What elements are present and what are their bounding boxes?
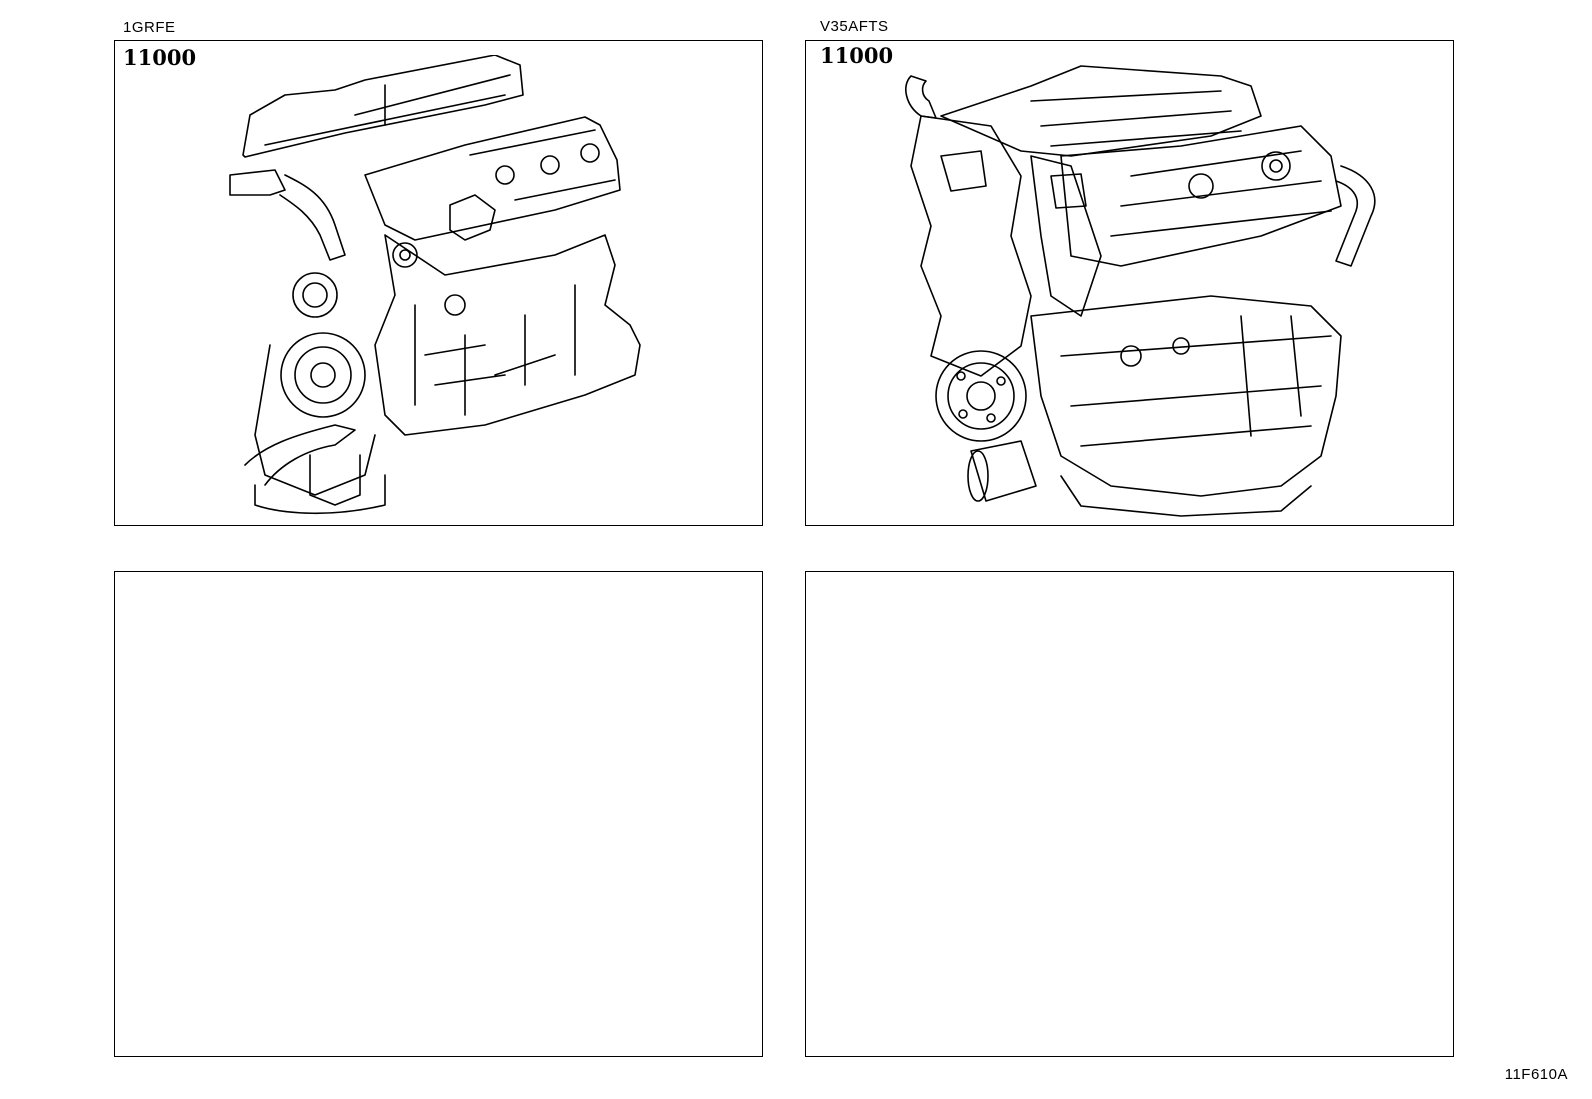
parts-panel-v35afts[interactable]: 11000: [805, 40, 1454, 526]
parts-panel-1grfe[interactable]: 11000: [114, 40, 763, 526]
engine-v35afts-illustration[interactable]: [881, 56, 1406, 522]
parts-panel-empty-right: [805, 571, 1454, 1057]
engine-1grfe-illustration[interactable]: [225, 55, 665, 521]
part-number-1grfe[interactable]: 11000: [123, 45, 197, 70]
part-number-v35afts[interactable]: 11000: [820, 43, 894, 68]
figure-code: 11F610A: [1504, 1066, 1568, 1083]
engine-code-label-v35afts: V35AFTS: [820, 18, 889, 35]
engine-code-label-1grfe: 1GRFE: [123, 19, 176, 36]
parts-panel-empty-left: [114, 571, 763, 1057]
